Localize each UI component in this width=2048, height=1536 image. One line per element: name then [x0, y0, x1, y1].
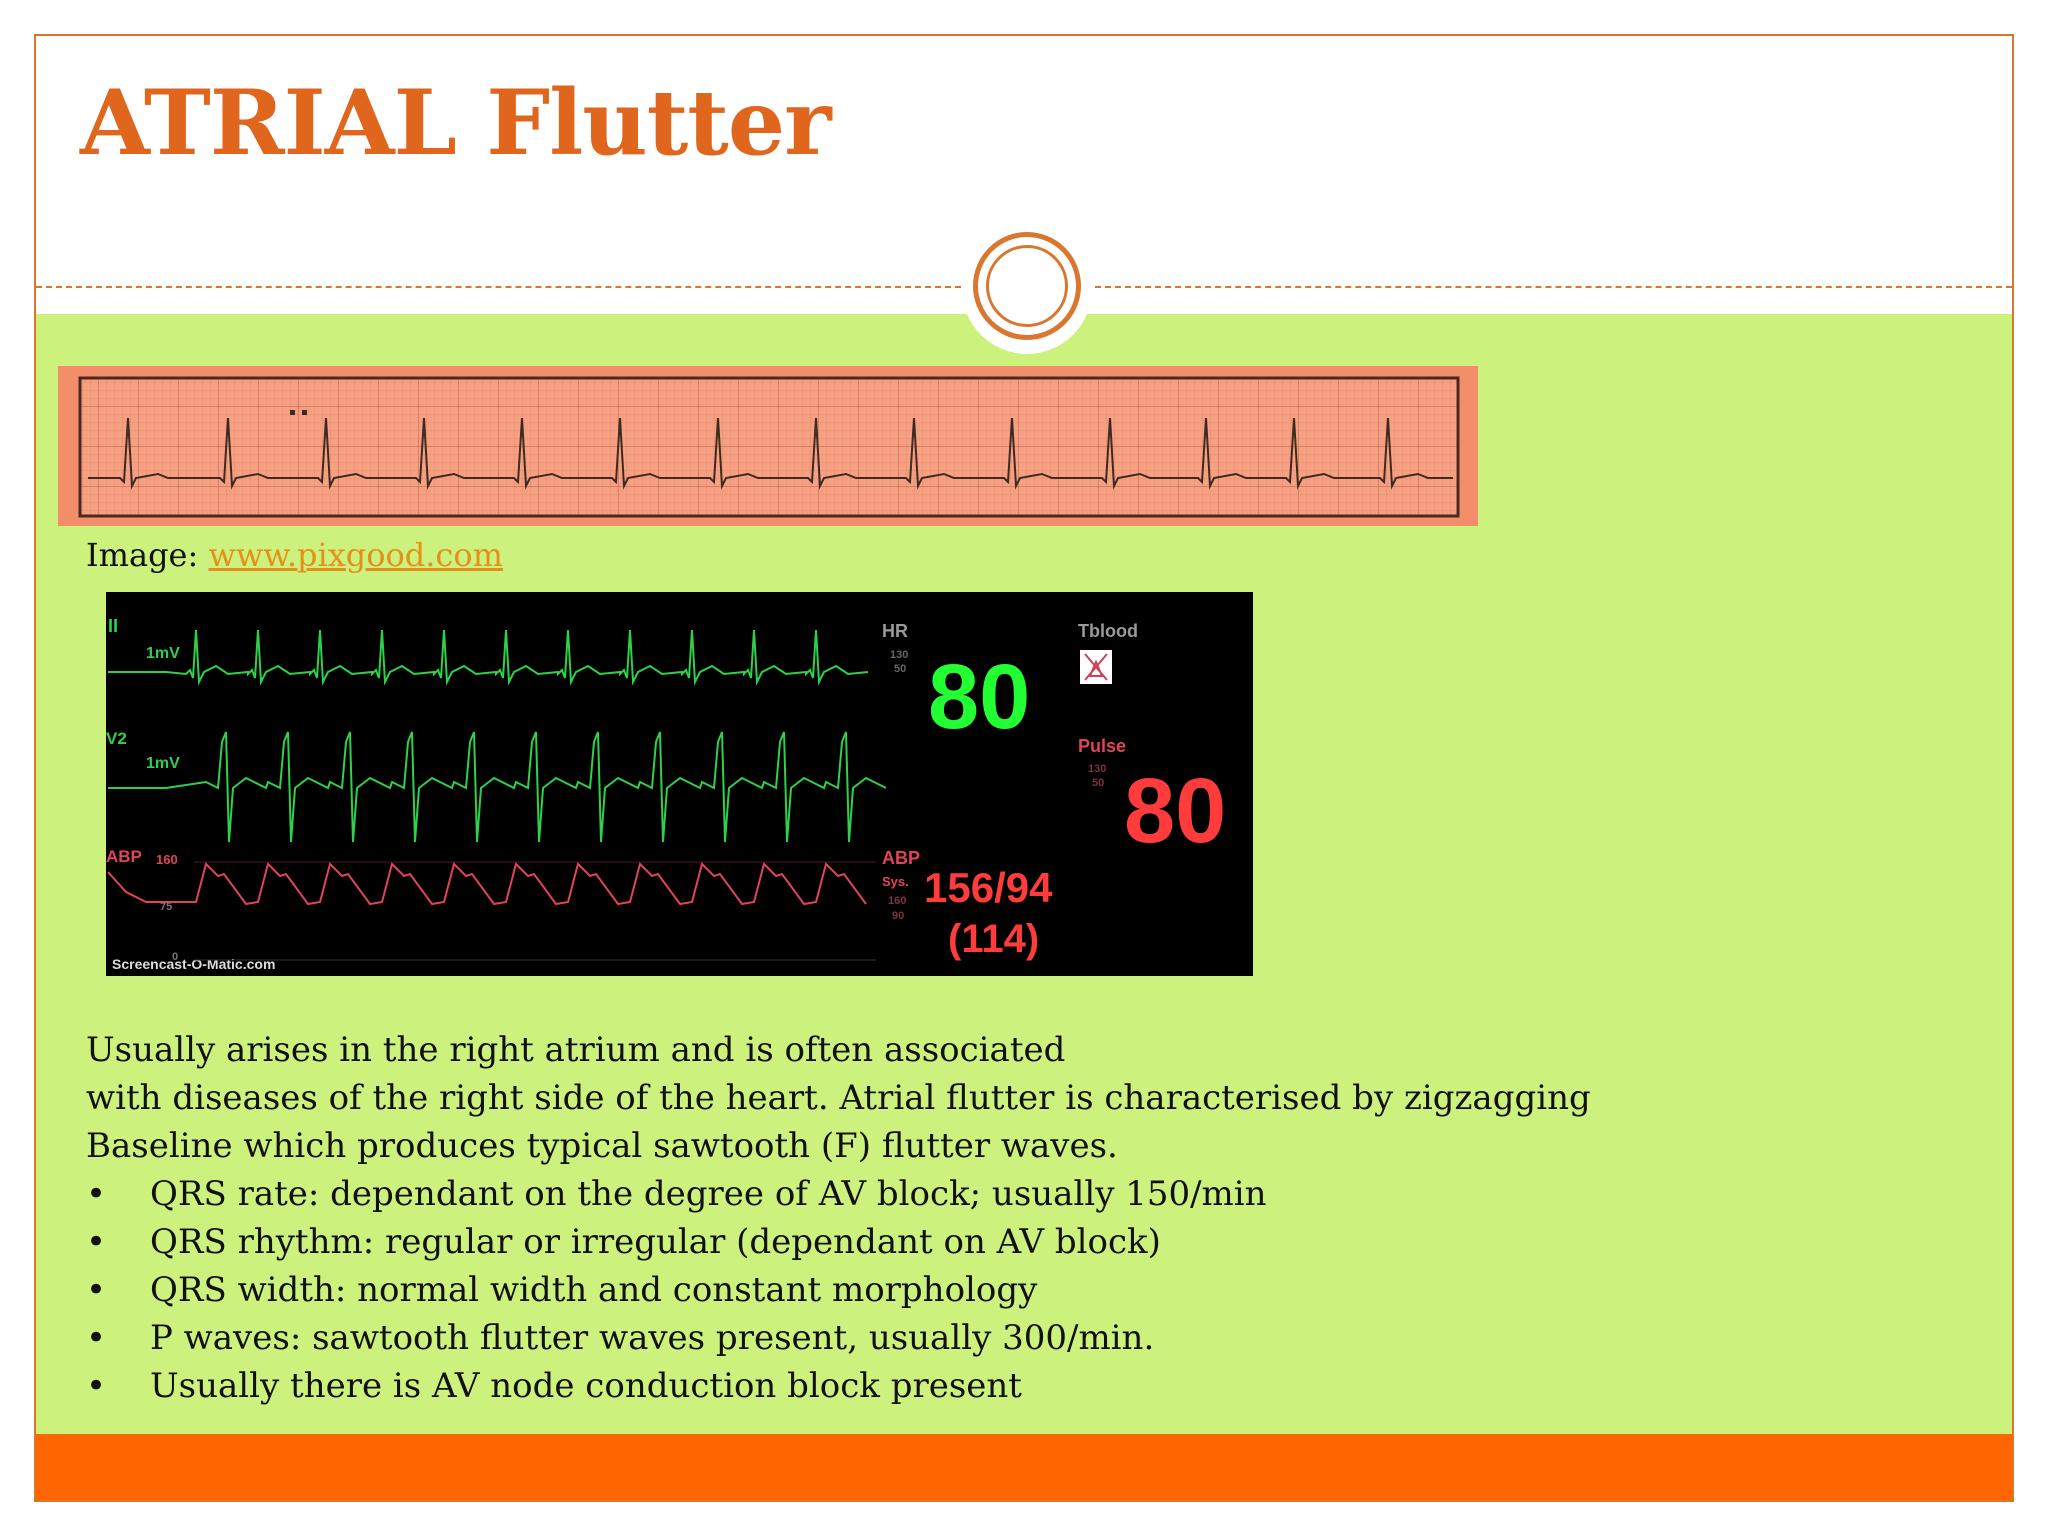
hr-limit-high: 130: [890, 649, 908, 661]
caption-prefix: Image:: [86, 536, 199, 574]
abp-scale-bottom: 0: [172, 951, 178, 963]
slide-title: ATRIAL Flutter: [80, 70, 832, 176]
description-line: Baseline which produces typical sawtooth…: [86, 1126, 1118, 1166]
list-item-text: Usually there is AV node conduction bloc…: [150, 1366, 1022, 1406]
description-line: Usually arises in the right atrium and i…: [86, 1030, 1066, 1070]
pulse-value: 80: [1124, 760, 1226, 862]
abp-limit-low: 90: [892, 910, 904, 922]
abp-value: 156/94: [924, 864, 1053, 911]
bullet-icon: •: [86, 1366, 107, 1406]
hr-label: HR: [882, 621, 908, 641]
pulse-limit-high: 130: [1088, 763, 1106, 775]
abp-mean: (114): [948, 917, 1039, 961]
tblood-label: Tblood: [1078, 621, 1138, 641]
list-item-text: QRS width: normal width and constant mor…: [150, 1270, 1038, 1310]
patient-monitor-image: II 1mV V2 1mV ABP 160 75 0 Screencast-O-…: [106, 592, 1253, 976]
divider-right: [1095, 286, 2012, 288]
hr-value: 80: [928, 646, 1030, 748]
list-item-text: QRS rhythm: regular or irregular (depend…: [150, 1222, 1161, 1262]
ecg-strip-image: [58, 366, 1478, 526]
description-block: Usually arises in the right atrium and i…: [86, 1026, 1966, 1410]
caption-source-link[interactable]: www.pixgood.com: [208, 536, 503, 574]
abp-side-label: ABP: [882, 848, 920, 868]
lead-ii-label: II: [108, 616, 118, 636]
abp-sys-label: Sys.: [882, 874, 909, 889]
list-item: • QRS rate: dependant on the degree of AV…: [86, 1170, 1966, 1218]
pulse-limit-low: 50: [1092, 777, 1104, 789]
bullet-icon: •: [86, 1318, 107, 1358]
list-item: • Usually there is AV node conduction blo…: [86, 1362, 1966, 1410]
list-item-text: P waves: sawtooth flutter waves present,…: [150, 1318, 1155, 1358]
monitor-watermark: Screencast-O-Matic.com: [112, 956, 275, 972]
lead-ii-scale: 1mV: [146, 645, 180, 662]
description-line: with diseases of the right side of the h…: [86, 1078, 1591, 1118]
abp-wave-label: ABP: [106, 847, 142, 866]
bullet-icon: •: [86, 1270, 107, 1310]
abp-scale-mid: 75: [160, 901, 172, 913]
lead-v2-label: V2: [106, 729, 127, 748]
pulse-label: Pulse: [1078, 736, 1126, 756]
slide: ATRIAL Flutter Image: www.pixgood.com: [34, 34, 2014, 1502]
lead-v2-scale: 1mV: [146, 755, 180, 772]
divider-circle-inner: [986, 245, 1068, 327]
hr-limit-low: 50: [894, 663, 906, 675]
footer-bar: [36, 1434, 2012, 1500]
list-item: • QRS width: normal width and constant mo…: [86, 1266, 1966, 1314]
list-item: • P waves: sawtooth flutter waves present…: [86, 1314, 1966, 1362]
bullet-icon: •: [86, 1174, 107, 1214]
image-caption: Image: www.pixgood.com: [86, 536, 503, 574]
abp-scale-top: 160: [156, 852, 178, 867]
list-item: • QRS rhythm: regular or irregular (depen…: [86, 1218, 1966, 1266]
divider-left: [36, 286, 961, 288]
abp-limit-high: 160: [888, 895, 906, 907]
feature-list: • QRS rate: dependant on the degree of AV…: [86, 1170, 1966, 1410]
list-item-text: QRS rate: dependant on the degree of AV …: [150, 1174, 1267, 1214]
bullet-icon: •: [86, 1222, 107, 1262]
